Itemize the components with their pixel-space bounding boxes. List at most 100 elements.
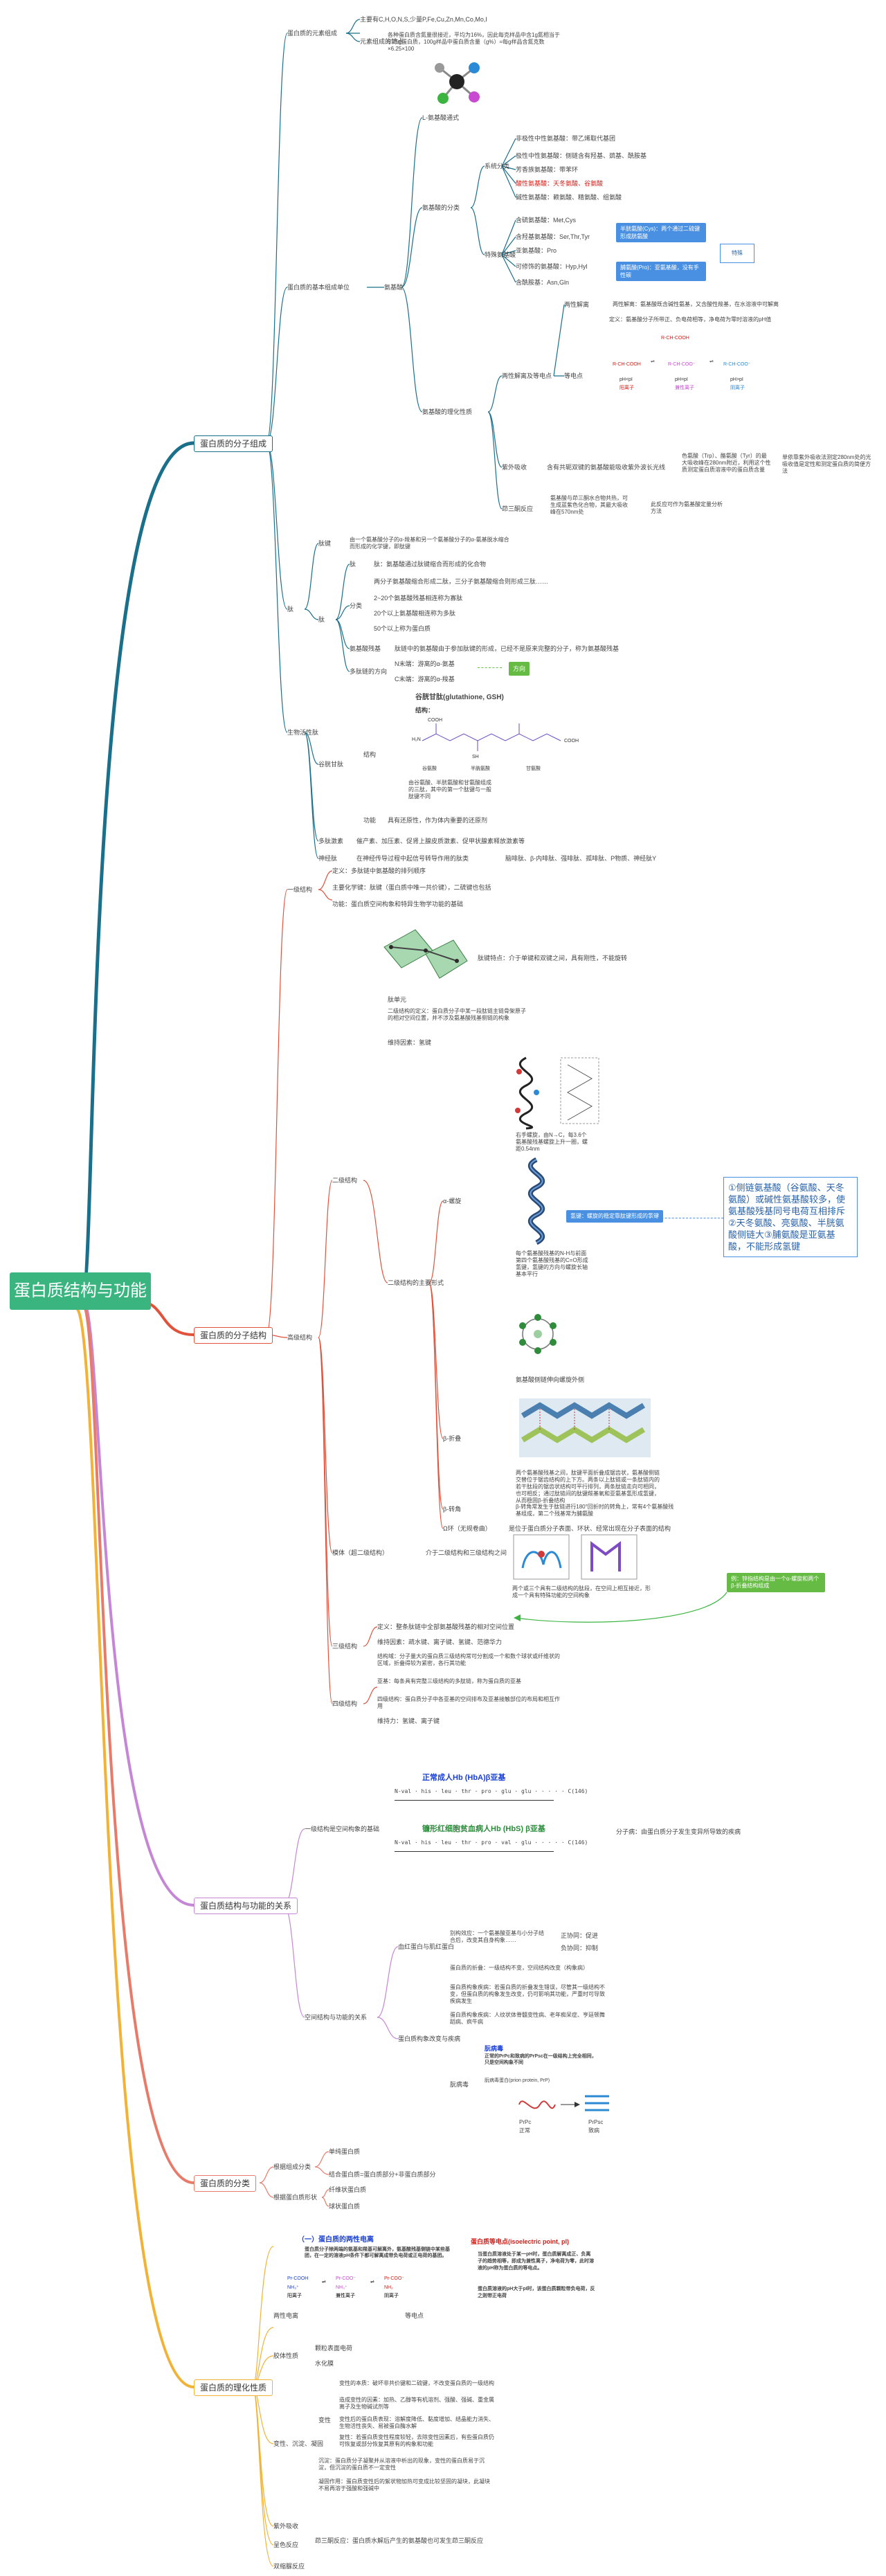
tertiary-structure[interactable]: 三级结构	[332, 1643, 358, 1650]
motif-image	[512, 1533, 644, 1585]
amphoteric-note: 等电点	[405, 2312, 424, 2319]
secondary-main-forms[interactable]: 二级结构的主要形式	[388, 1279, 444, 1286]
motif-green-note: 例：锌指结构是由一个α-螺旋和两个β-折叠结构组成	[727, 1573, 825, 1592]
peptide-def-3: 2~20个氨基酸残基相连称为寡肽	[374, 595, 463, 602]
prion-protein-desc: 朊病毒蛋白(prion protein, PrP)	[485, 2078, 550, 2083]
special-item-5: 含酰胺基：Asn,Gln	[516, 279, 570, 286]
omega-loop[interactable]: Ω环（无规卷曲）	[443, 1525, 491, 1532]
n-feature-text: 各种蛋白质含氮量很接近，平均为16%，因此每克样品中含1g氮相当于6.25g蛋白…	[388, 32, 560, 52]
chain-direction[interactable]: 多肽链的方向	[350, 668, 388, 675]
colloid-property[interactable]: 胶体性质	[273, 2352, 299, 2359]
ampholyte[interactable]: 两性解离及等电点	[502, 372, 552, 379]
prion[interactable]: 朊病毒	[450, 2081, 469, 2088]
classify-by-shape[interactable]: 根据蛋白质形状	[273, 2194, 318, 2201]
secondary-structure[interactable]: 二级结构	[332, 1177, 358, 1184]
spatial-structure[interactable]: 高级结构	[287, 1334, 313, 1341]
svg-text:兼性离子: 兼性离子	[675, 384, 694, 390]
sys-item-2: 极性中性氨基酸：侧链含有羟基、巯基、酰胺基	[516, 152, 647, 159]
special-note-cys: 半胱氨酸(Cys)：两个通过二硫键形成胱氨酸	[616, 223, 706, 242]
svg-text:谷氨酸: 谷氨酸	[422, 765, 437, 771]
svg-text:⇌: ⇌	[370, 2280, 374, 2285]
hormone-peptide-desc: 催产素、加压素、促肾上腺皮质激素、促甲状腺素释放激素等	[356, 838, 525, 845]
uv-absorption[interactable]: 紫外吸收	[502, 464, 527, 471]
primary-structure[interactable]: 一级结构	[287, 886, 313, 893]
denaturation[interactable]: 变性、沉淀、凝固	[273, 2440, 324, 2447]
element-composition[interactable]: 蛋白质的元素组成	[287, 30, 338, 37]
peptide-defs-0: 肽	[350, 561, 356, 568]
branch-structure-function[interactable]: 蛋白质结构与功能的关系	[194, 1898, 298, 1914]
primary-relation[interactable]: 一级结构是空间构象的基础	[305, 1826, 380, 1832]
prion-desc: 正常的PrPc和致病的PrPsc在一级结构上完全相同，只是空间构象不同	[485, 2054, 597, 2065]
svg-text:⇌: ⇌	[322, 2280, 326, 2285]
color-reaction[interactable]: 呈色反应	[273, 2541, 299, 2548]
special-class[interactable]: 特殊氨基酸	[485, 251, 516, 258]
prion-pc: PrPc	[519, 2119, 532, 2125]
aa-residue[interactable]: 氨基酸残基	[350, 645, 381, 652]
peptide-plane: 肽单元	[388, 996, 407, 1003]
alpha-note-connector	[647, 1218, 723, 1219]
gsh-function[interactable]: 功能	[363, 817, 377, 824]
denaturation-def[interactable]: 变性	[318, 2417, 332, 2424]
conformational-disease[interactable]: 蛋白质构象改变与疾病	[398, 2035, 461, 2042]
uv-absorption-protein[interactable]: 紫外吸收	[273, 2523, 299, 2530]
basic-unit[interactable]: 蛋白质的基本组成单位	[287, 284, 350, 291]
simple-protein: 单纯蛋白质	[329, 2148, 361, 2155]
hormone-peptide[interactable]: 多肽激素	[318, 838, 344, 845]
amphoteric-ionization[interactable]: 两性电离	[273, 2312, 299, 2319]
svg-text:Pr-COO⁻: Pr-COO⁻	[336, 2276, 356, 2281]
ninhydrin[interactable]: 茚三酮反应	[502, 505, 534, 512]
aa-residue-desc: 肽链中的氨基酸由于参加肽键的形成，已经不是原来完整的分子，称为氨基酸残基	[395, 645, 620, 652]
glutathione[interactable]: 谷胱甘肽	[318, 761, 344, 768]
aa-general: L-氨基酸通式	[422, 114, 460, 121]
special-item-2: 含羟基氨基酸：Ser,Thr,Tyr	[516, 233, 590, 240]
classify-by-composition[interactable]: 根据组成分类	[273, 2163, 311, 2170]
peptide-def-4: 20个以上氨基酸相连称为多肽	[374, 610, 456, 617]
neuropeptide[interactable]: 神经肽	[318, 855, 338, 862]
amino-acid-model-image	[426, 55, 488, 111]
pi-box-text: 蛋白质分子除两端的氨基和羧基可解离外，氨基酸残基侧链中某些基团，在一定的溶液pH…	[305, 2247, 450, 2258]
pi-desc: 定义：氨基酸分子所带正、负电荷相等，净电荷为零时溶液的pH值	[609, 316, 772, 323]
hemoglobin-myoglobin[interactable]: 血红蛋白与肌红蛋白	[398, 1943, 455, 1950]
tertiary-bond: 维持因素：疏水键、离子键、氢键、范德华力	[377, 1639, 503, 1646]
aa-property[interactable]: 氨基酸的理化性质	[422, 408, 473, 415]
omega-loop-desc: 是位于蛋白质分子表面、环状、经常出现在分子表面的结构	[509, 1525, 671, 1532]
peptide-def-1: 肽：氨基酸通过肽键缩合而形成的化合物	[374, 561, 487, 568]
pi-label[interactable]: 等电点	[564, 372, 584, 379]
aa-classification[interactable]: 氨基酸的分类	[422, 204, 460, 211]
beta-turn[interactable]: β-转角	[443, 1506, 462, 1513]
svg-text:COOH: COOH	[428, 718, 442, 723]
alpha-helix[interactable]: α-螺旋	[443, 1198, 462, 1205]
bio-peptide[interactable]: 生物活性肽	[287, 729, 319, 736]
neuropeptide-items: 脑啡肽、β-内啡肽、强啡肽、孤啡肽、P物质、神经肽Y	[505, 855, 657, 862]
peptide[interactable]: 肽	[287, 606, 294, 613]
quaternary-structure[interactable]: 四级结构	[332, 1700, 358, 1707]
branch-molecular-composition[interactable]: 蛋白质的分子组成	[194, 435, 273, 452]
gsh-structure[interactable]: 结构	[363, 751, 377, 758]
svg-text:⇌: ⇌	[709, 359, 714, 364]
branch-molecular-structure[interactable]: 蛋白质的分子结构	[194, 1327, 273, 1344]
peptide-def-5: 50个以上称为蛋白质	[374, 625, 431, 632]
branch-classification[interactable]: 蛋白质的分类	[194, 2175, 257, 2192]
spatial-relation[interactable]: 空间结构与功能的关系	[305, 2014, 368, 2021]
motif[interactable]: 模体（超二级结构）	[332, 1549, 389, 1556]
precipitation: 沉淀：蛋白质分子凝聚并从溶液中析出的现象，变性的蛋白质易于沉淀，但沉淀的蛋白质不…	[318, 2458, 485, 2471]
branch-physicochemical[interactable]: 蛋白质的理化性质	[194, 2379, 273, 2396]
peptide-bond[interactable]: 肽键	[318, 540, 332, 547]
beta-sheet-desc: 两个氨基酸残基之间，肽键平面折叠成锯齿状，氨基酸侧链交替位于锯齿结构的上下方。两…	[516, 1470, 660, 1504]
special-item-4: 可修饰的氨基酸：Hyp,Hyl	[516, 263, 588, 270]
motif-note: 两个或三个具有二级结构的肽段，在空间上相互接近，形成一个具有特殊功能的空间构象	[512, 1585, 651, 1598]
system-class[interactable]: 系统分类	[485, 163, 510, 170]
tertiary-def: 定义：整条肽链中全部氨基酸残基的相对空间位置	[377, 1623, 515, 1630]
special-note-pro: 脯氨酸(Pro)：亚氨基酸，没有手性碳	[616, 262, 706, 281]
root-topic[interactable]: 蛋白质结构与功能	[10, 1272, 151, 1310]
amino-acid[interactable]: 氨基酸	[384, 284, 404, 291]
svg-text:NH₃⁺: NH₃⁺	[336, 2285, 347, 2290]
denature-item-1: 变性的本质：破坏非共价键和二硫键，不改变蛋白质的一级结构	[339, 2380, 494, 2386]
beta-sheet[interactable]: β-折叠	[443, 1435, 462, 1442]
special-item-3: 亚氨基酸：Pro	[516, 247, 557, 254]
n-feature[interactable]: 元素组成的特点	[360, 38, 404, 45]
peptide-chain[interactable]: 肽	[318, 616, 325, 623]
svg-text:COOH: COOH	[564, 739, 579, 744]
positive-cooperativity: 正协同：促进	[561, 1932, 599, 1939]
